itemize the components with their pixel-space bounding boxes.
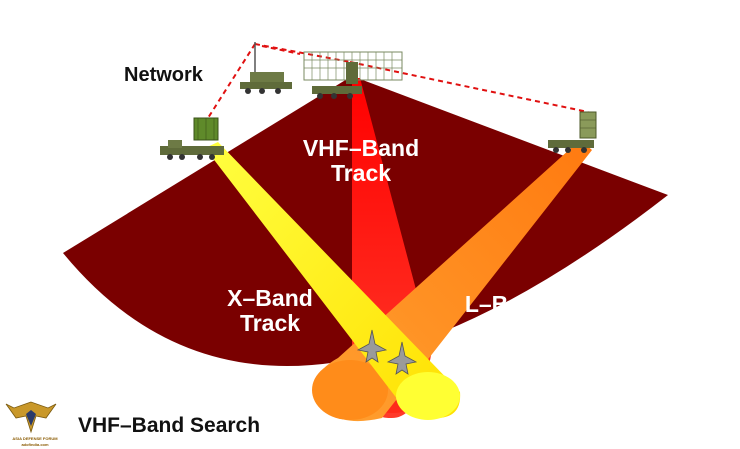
emblem-icon: ASIA DEFENSE FORUM adofindia.com xyxy=(4,396,58,448)
aircraft-icon xyxy=(356,329,388,363)
l-band-track-label: L–Band Track xyxy=(464,291,550,343)
x-beam-spot xyxy=(396,372,460,420)
vhf-band-track-label: VHF–Band Track xyxy=(302,135,420,187)
x-band-beam xyxy=(205,142,461,418)
radar-vehicle-icon xyxy=(548,111,597,153)
x-band-track-label: X–Band Track xyxy=(227,285,313,337)
vhf-band-search-label: VHF–Band Search xyxy=(78,414,261,437)
radar-vehicle-icon xyxy=(240,42,292,94)
logo-subtext: adofindia.com xyxy=(21,442,49,447)
radar-vehicle-icon xyxy=(303,51,403,99)
logo-text: ASIA DEFENSE FORUM xyxy=(12,436,58,441)
aircraft-icon xyxy=(386,341,418,375)
l-beam-spot xyxy=(312,360,388,420)
radar-vehicle-icon xyxy=(160,117,224,160)
network-label: Network xyxy=(124,64,203,86)
network-links xyxy=(207,43,589,119)
